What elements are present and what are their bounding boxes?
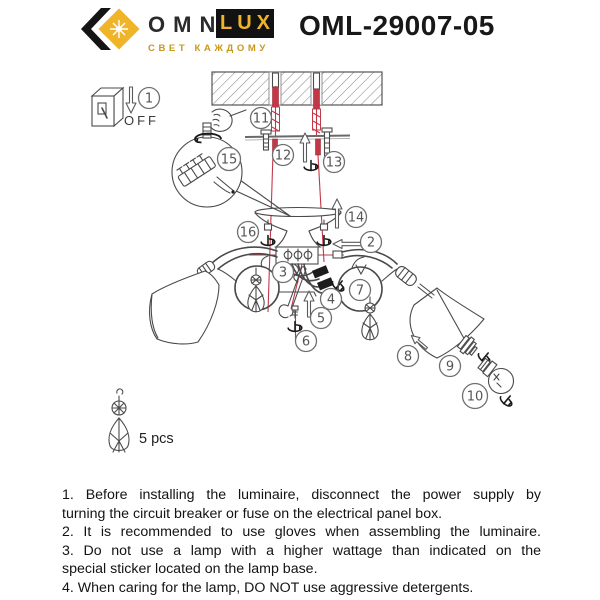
svg-text:2: 2	[367, 236, 375, 251]
callout-10: 10	[461, 382, 489, 410]
ceiling-block	[211, 71, 383, 106]
wrench-and-screw	[276, 266, 317, 333]
svg-text:5: 5	[317, 312, 325, 327]
svg-text:11: 11	[253, 112, 270, 127]
svg-text:7: 7	[356, 284, 364, 299]
callout-12: 12	[271, 143, 295, 167]
callout-4: 4	[319, 287, 343, 311]
brand-omni: OMNI	[148, 12, 238, 37]
pcs-label: 5 pcs	[139, 431, 174, 447]
callout-8: 8	[396, 344, 420, 368]
svg-text:3: 3	[279, 266, 287, 281]
off-label: OFF	[124, 113, 159, 128]
right-shade-assembly	[395, 265, 517, 409]
crystal-pendant-icon: 5 pcs	[108, 388, 174, 453]
model-number: OML-29007-05	[299, 10, 495, 41]
brand-tagline: СВЕТ КАЖДОМУ	[148, 43, 269, 54]
callout-14: 14	[344, 205, 368, 229]
brand-lux: LUX	[220, 12, 275, 34]
instruction-line: 3. Do not use a lamp with a higher watta…	[62, 542, 541, 559]
svg-text:14: 14	[348, 211, 365, 226]
svg-text:4: 4	[327, 293, 335, 308]
chevron-icon	[81, 8, 111, 50]
callout-7: 7	[348, 278, 372, 302]
light-bulb	[477, 357, 515, 395]
hand-icon	[209, 108, 247, 132]
header: OMNI LUX СВЕТ КАЖДОМУ OML-29007-05	[0, 0, 600, 62]
callout-5: 5	[309, 306, 333, 330]
right-arm	[337, 248, 398, 341]
starburst-icon	[110, 20, 128, 38]
callout-13: 13	[322, 150, 346, 174]
instructions-text: 1. Before installing the luminaire, disc…	[62, 486, 541, 598]
callout-16: 16	[236, 220, 260, 244]
instruction-line: 4. When caring for the lamp, DO NOT use …	[62, 579, 474, 596]
svg-text:16: 16	[240, 226, 257, 241]
instruction-line: turning the circuit breaker or fuse on t…	[62, 505, 443, 522]
callout-3: 3	[271, 260, 295, 284]
left-shade	[148, 260, 220, 345]
callout-1: 1	[137, 86, 161, 110]
callout-2: 2	[359, 230, 383, 254]
callout-9: 9	[438, 354, 462, 378]
svg-text:15: 15	[221, 153, 238, 168]
callout-11: 11	[249, 106, 273, 130]
svg-text:12: 12	[275, 149, 292, 164]
svg-text:6: 6	[302, 335, 310, 350]
brand-lux-box: LUX	[216, 9, 274, 38]
svg-text:1: 1	[145, 92, 153, 107]
mounting-bar	[244, 127, 351, 172]
instruction-line: special sticker located on the lamp base…	[62, 561, 318, 578]
instruction-line: 2. It is recommended to use gloves when …	[62, 524, 541, 541]
svg-text:13: 13	[326, 156, 343, 171]
instruction-line: 1. Before installing the luminaire, disc…	[62, 487, 541, 503]
svg-text:9: 9	[446, 360, 454, 375]
left-arm	[209, 246, 280, 313]
callout-6: 6	[294, 329, 318, 353]
circuit-breaker: OFF	[90, 86, 159, 128]
svg-text:10: 10	[467, 390, 484, 405]
callout-15: 15	[216, 146, 242, 172]
omnilux-logo-icon	[81, 6, 143, 53]
svg-text:8: 8	[404, 350, 412, 365]
